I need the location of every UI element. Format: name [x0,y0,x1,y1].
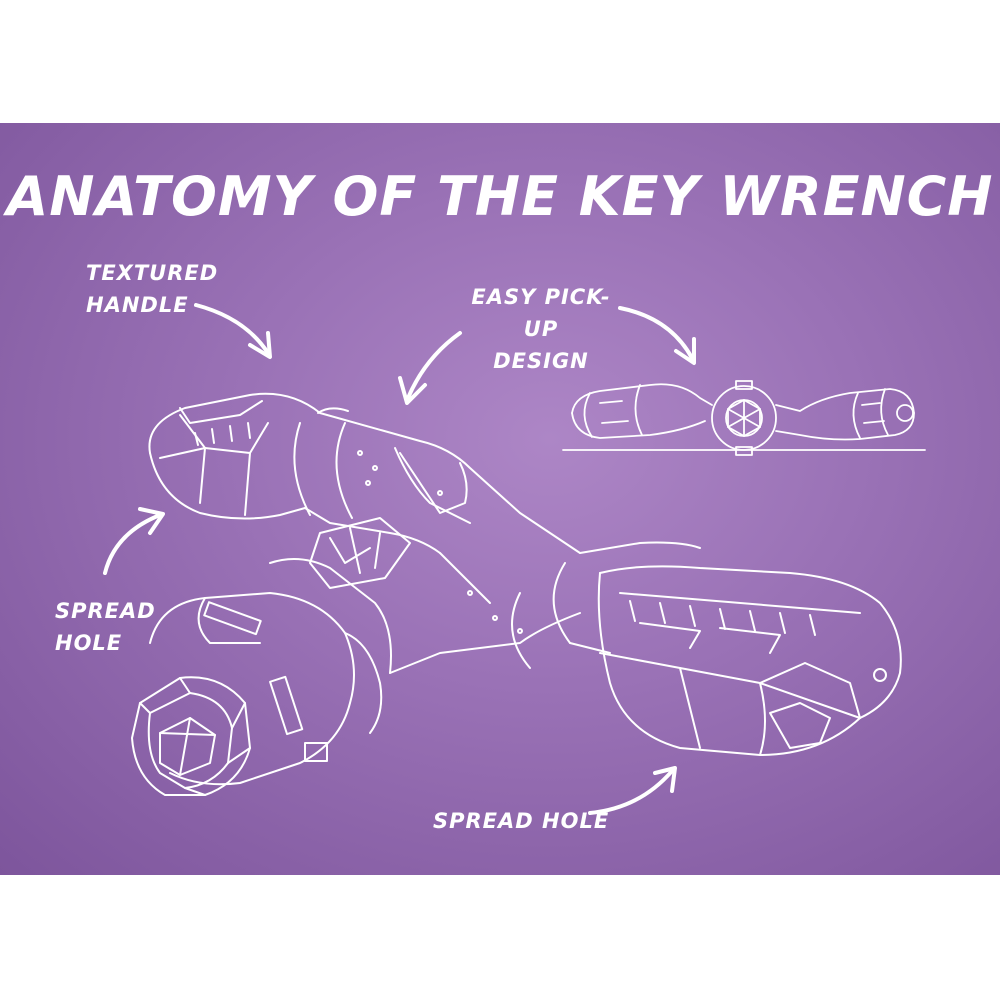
label-easy-pickup: EASY PICK-UP DESIGN [456,281,626,377]
label-spread-hole-left-line1: SPREAD [55,599,156,623]
wrench-main [131,392,902,796]
label-textured-handle-line2: HANDLE [86,293,189,317]
wrench-drawing [103,303,926,815]
diagram-panel: ANATOMY OF THE KEY WRENCH TEXTURED HANDL… [0,123,1000,875]
arrow-easy-pickup-right [618,306,696,365]
label-textured-handle: TEXTURED HANDLE [86,257,218,321]
arrow-spread-hole-bottom [588,766,677,815]
arrow-easy-pickup-left [398,331,462,405]
arrow-textured-handle [194,303,272,359]
label-spread-hole-bottom: SPREAD HOLE [433,809,610,833]
label-textured-handle-line1: TEXTURED [86,261,219,285]
wrench-side-view [562,380,926,456]
label-spread-hole-left-line2: HOLE [55,631,123,655]
diagram-title: ANATOMY OF THE KEY WRENCH [6,165,994,228]
label-easy-pickup-line1: EASY PICK-UP [471,285,611,341]
label-easy-pickup-line2: DESIGN [493,349,589,373]
label-spread-hole-left: SPREAD HOLE [55,595,156,659]
arrow-spread-hole-left [103,507,165,575]
